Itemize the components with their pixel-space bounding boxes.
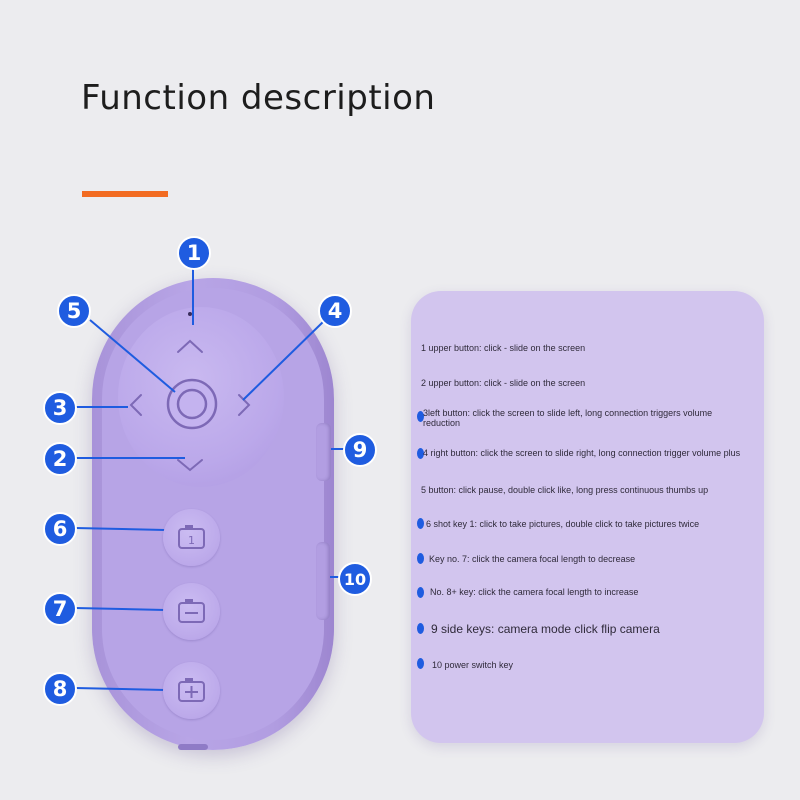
desc-2: 2 upper button: click - slide on the scr… — [421, 378, 586, 388]
camera-plus-icon — [178, 678, 205, 702]
desc-10: 10 power switch key — [432, 660, 514, 670]
svg-text:1: 1 — [188, 534, 195, 547]
desc-9: 9 side keys: camera mode click flip came… — [431, 622, 660, 636]
badge-2: 2 — [43, 442, 77, 476]
badge-8: 8 — [43, 672, 77, 706]
charging-slot — [178, 744, 208, 750]
bullet-4 — [417, 448, 424, 459]
bullet-3 — [417, 411, 424, 422]
zoom-out-button[interactable] — [163, 583, 220, 640]
bullet-6 — [417, 518, 424, 529]
bullet-10 — [417, 658, 424, 669]
badge-10: 10 — [338, 562, 372, 596]
zoom-in-button[interactable] — [163, 662, 220, 719]
bullet-8 — [417, 587, 424, 598]
ring-icon — [166, 378, 218, 430]
accent-bar — [82, 191, 168, 197]
badge-7: 7 — [43, 592, 77, 626]
badge-1: 1 — [177, 236, 211, 270]
shot-button[interactable]: 1 — [163, 509, 220, 566]
badge-6: 6 — [43, 512, 77, 546]
power-switch[interactable] — [316, 542, 330, 620]
badge-4: 4 — [318, 294, 352, 328]
description-card — [411, 291, 764, 743]
desc-4: 4 right button: click the screen to slid… — [423, 448, 741, 458]
desc-8: No. 8+ key: click the camera focal lengt… — [430, 587, 639, 597]
desc-3: 3left button: click the screen to slide … — [423, 408, 713, 428]
desc-7: Key no. 7: click the camera focal length… — [429, 554, 636, 564]
badge-5: 5 — [57, 294, 91, 328]
desc-6: 6 shot key 1: click to take pictures, do… — [426, 519, 700, 529]
badge-9: 9 — [343, 433, 377, 467]
chevron-up-icon — [177, 339, 203, 353]
desc-1: 1 upper button: click - slide on the scr… — [421, 343, 586, 353]
chevron-right-icon — [238, 394, 251, 416]
bullet-9 — [417, 623, 424, 634]
badge-3: 3 — [43, 391, 77, 425]
desc-5: 5 button: click pause, double click like… — [421, 485, 709, 495]
camera-1-icon: 1 — [178, 525, 205, 549]
page-title: Function description — [81, 78, 436, 118]
led-dot — [188, 312, 192, 316]
side-key-flip[interactable] — [316, 423, 331, 481]
bullet-7 — [417, 553, 424, 564]
chevron-left-icon — [129, 394, 142, 416]
camera-minus-icon — [178, 599, 205, 623]
chevron-down-icon — [177, 459, 203, 472]
